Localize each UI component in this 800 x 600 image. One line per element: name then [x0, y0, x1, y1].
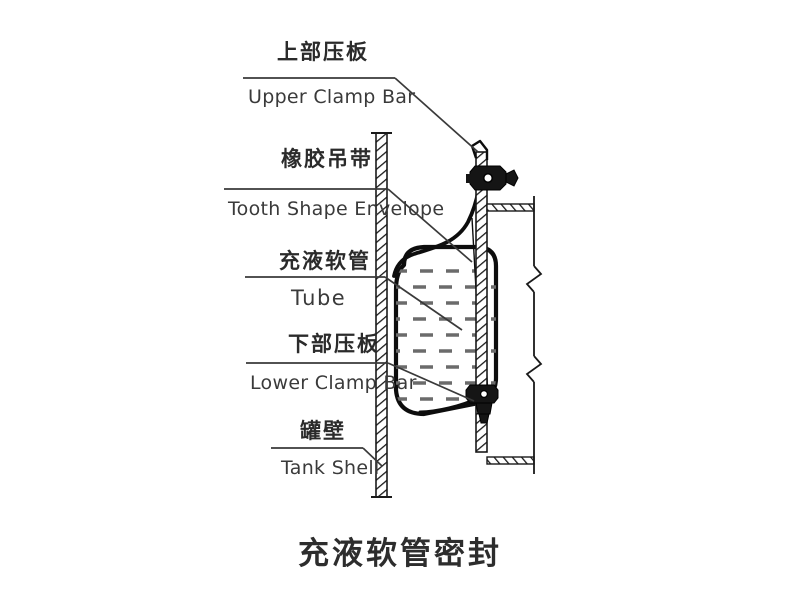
callout-label-tank-shell-cn: 罐壁	[300, 419, 346, 443]
callout-label-lower-clamp-bar-cn: 下部压板	[288, 332, 380, 356]
lower-bolt-nut	[465, 384, 499, 424]
upper-bolt-nut	[466, 165, 519, 191]
leader-tube	[245, 276, 463, 331]
figure-caption: 充液软管密封	[298, 536, 502, 572]
leader-tooth-shape-envelope	[224, 188, 473, 263]
leader-tank-shell	[271, 447, 383, 467]
leader-lower-clamp-bar	[246, 362, 475, 402]
callout-label-upper-clamp-bar-cn: 上部压板	[277, 40, 369, 64]
floating-roof-edge	[525, 196, 543, 474]
callout-leaders	[224, 77, 479, 467]
callout-label-tank-shell-en: Tank Shell	[281, 457, 380, 479]
callout-label-lower-clamp-bar-en: Lower Clamp Bar	[250, 372, 417, 394]
tank-shell-assembly	[371, 132, 392, 498]
callout-label-tooth-shape-envelope-cn: 橡胶吊带	[281, 147, 373, 171]
callout-label-tube-cn: 充液软管	[279, 249, 371, 273]
callout-label-tube-en: Tube	[291, 286, 347, 310]
lower-bracket	[486, 456, 535, 465]
clamp-bar-assembly	[470, 139, 489, 453]
callout-label-upper-clamp-bar-en: Upper Clamp Bar	[248, 86, 416, 108]
leader-upper-clamp-bar	[243, 77, 479, 153]
callout-label-tooth-shape-envelope-en: Tooth Shape Envelope	[228, 198, 445, 220]
upper-bracket	[486, 203, 535, 212]
